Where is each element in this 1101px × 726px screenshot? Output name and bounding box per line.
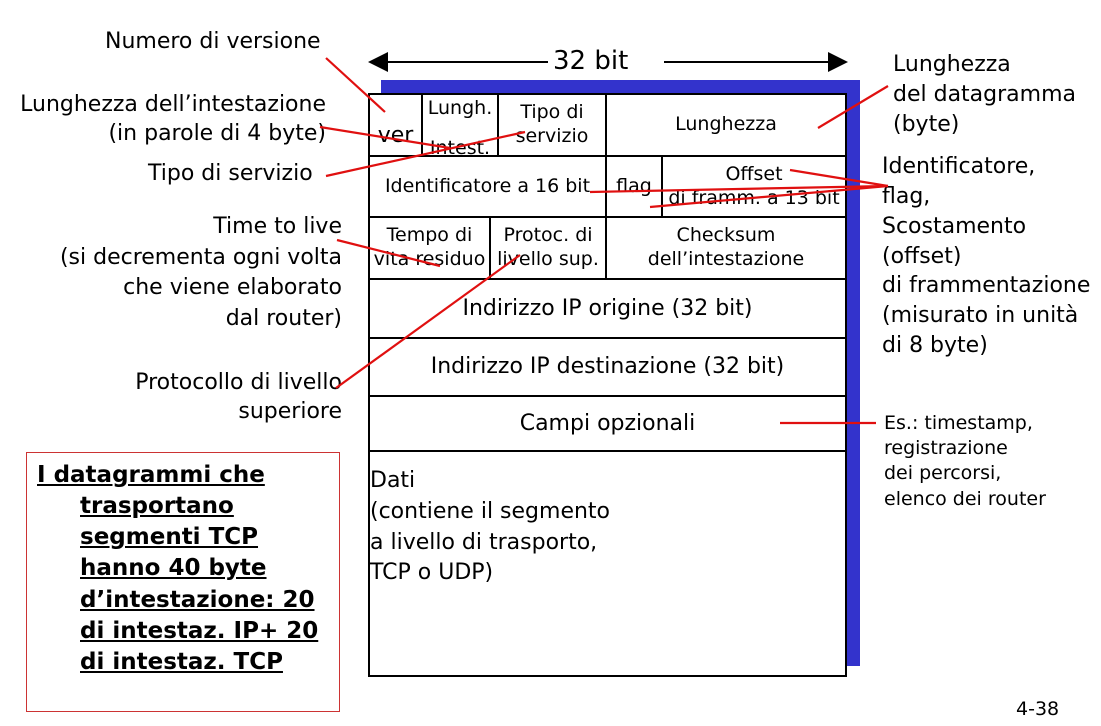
field-flag: flag (605, 155, 663, 218)
field-dati: Dati (contiene il segmento a livello di … (368, 450, 847, 677)
label-es-3: dei percorsi, (884, 462, 1002, 484)
label-ident-5: di frammentazione (882, 273, 1091, 298)
label-lungh-intest-2: (in parole di 4 byte) (108, 121, 326, 146)
note-line-6: di intestaz. IP+ 20 (80, 618, 319, 644)
page-number: 4-38 (1016, 698, 1060, 720)
label-ident-6: (misurato in unità (882, 303, 1079, 328)
label-lunghezza-3: (byte) (893, 112, 960, 137)
field-offset: Offset di framm. a 13 bit (661, 155, 847, 218)
note-line-4: hanno 40 byte (80, 555, 267, 581)
label-es-1: Es.: timestamp, (884, 412, 1033, 434)
note-box (26, 452, 340, 712)
note-line-3: segmenti TCP (80, 524, 259, 550)
field-ver: ver (368, 93, 423, 157)
note-line-5: d’intestazione: 20 (80, 587, 315, 613)
label-ident-3: Scostamento (882, 214, 1027, 239)
note-line-2: trasportano (80, 493, 234, 519)
note-line-7: di intestaz. TCP (80, 649, 283, 675)
label-protocollo-2: superiore (238, 399, 342, 424)
label-ident-1: Identificatore, (882, 154, 1036, 179)
field-identificatore: Identificatore a 16 bit (368, 155, 607, 218)
width-label: 32 bit (553, 46, 629, 76)
label-es-4: elenco dei router (884, 488, 1046, 510)
field-checksum: Checksum dell’intestazione (605, 216, 847, 280)
label-ttl-2: (si decrementa ogni volta (59, 245, 342, 270)
field-ip-origine: Indirizzo IP origine (32 bit) (368, 278, 847, 339)
label-tipo-servizio: Tipo di servizio (148, 161, 313, 186)
field-tipo-servizio: Tipo di servizio (497, 93, 607, 157)
label-ident-4: (offset) (882, 244, 962, 269)
label-protocollo-1: Protocollo di livello (135, 370, 342, 395)
label-ttl-3: che viene elaborato (123, 275, 342, 300)
field-tempo-vita: Tempo di vita residuo (368, 216, 491, 280)
label-ttl-1: Time to live (213, 214, 342, 239)
label-lunghezza-1: Lunghezza (893, 52, 1011, 77)
field-campi-opzionali: Campi opzionali (368, 395, 847, 452)
field-lunghezza: Lunghezza (605, 93, 847, 157)
label-ident-2: flag, (882, 184, 931, 209)
field-ip-destinazione: Indirizzo IP destinazione (32 bit) (368, 337, 847, 397)
field-lungh-intest: Lungh. Intest. (421, 93, 499, 157)
note-line-1: I datagrammi che (37, 462, 265, 488)
label-es-2: registrazione (884, 437, 1008, 459)
label-ttl-4: dal router) (225, 306, 342, 331)
label-lunghezza-2: del datagramma (893, 82, 1076, 107)
field-protocollo: Protoc. di livello sup. (489, 216, 607, 280)
label-ident-7: di 8 byte) (882, 333, 988, 358)
label-lungh-intest-1: Lunghezza dell’intestazione (20, 92, 326, 117)
label-numero-versione: Numero di versione (105, 29, 321, 54)
